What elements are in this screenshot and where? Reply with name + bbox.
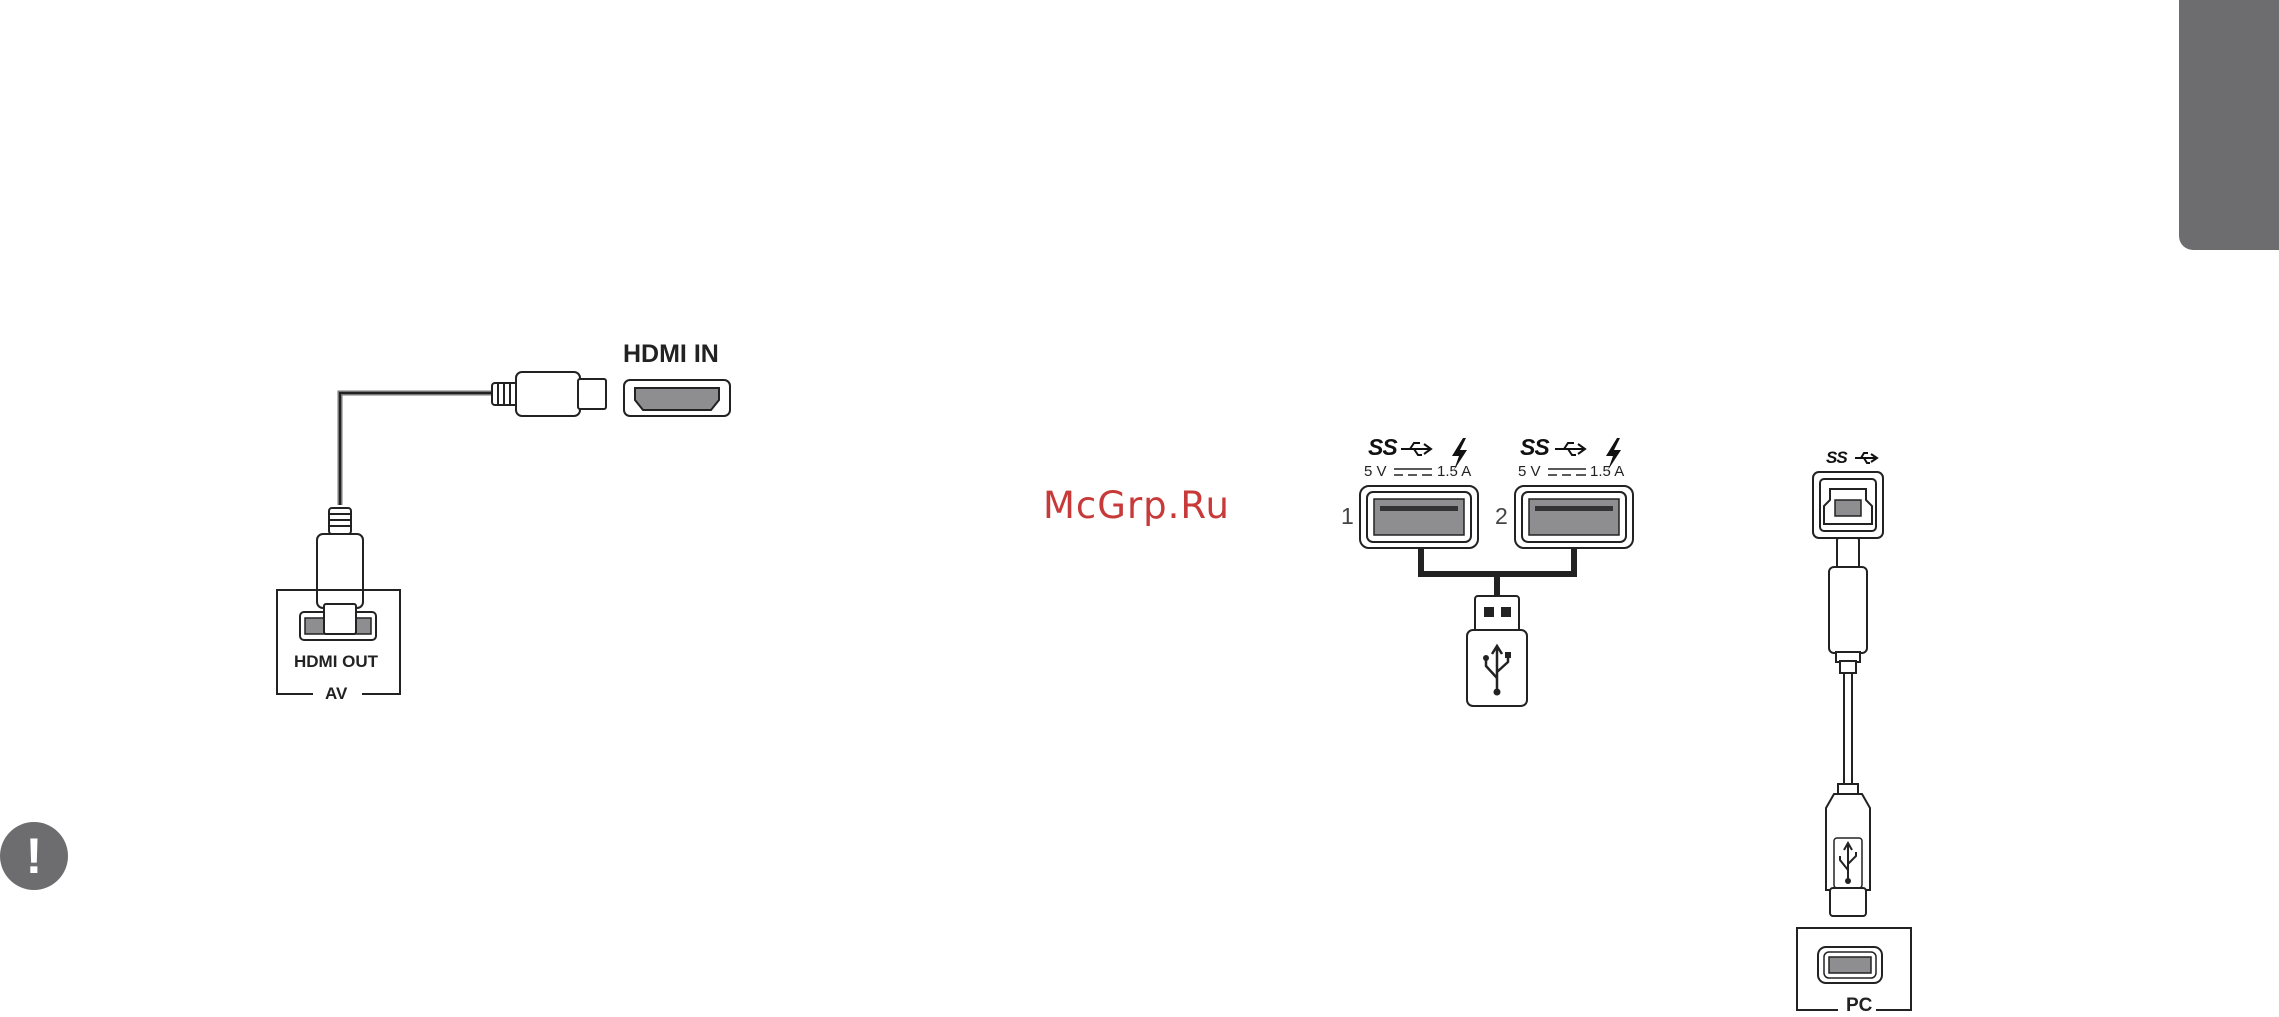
usb-port-1 (1360, 486, 1478, 548)
hdmi-cable (340, 393, 492, 505)
port-voltage: 5 V (1364, 463, 1387, 480)
port-number: 1 (1341, 503, 1354, 530)
usb-port-connector-lines (1421, 548, 1574, 596)
hdmi-out-label: HDMI OUT (294, 652, 378, 672)
usb-ss-logo: SS (1826, 448, 1847, 468)
usb-flash-drive (1467, 596, 1527, 706)
usb-cable-vertical (1844, 673, 1852, 784)
hdmi-in-port (624, 380, 730, 416)
port-current: 1.5 A (1437, 463, 1471, 480)
hdmi-in-label: HDMI IN (623, 340, 719, 369)
usb-ss-logo: SS (1368, 434, 1397, 461)
port-voltage: 5 V (1518, 463, 1541, 480)
usb-port-2 (1515, 486, 1633, 548)
av-device-box (277, 590, 400, 694)
port-number: 2 (1495, 503, 1508, 530)
usb-trident-icon (1401, 443, 1877, 463)
usb-b-plug (1829, 538, 1867, 673)
usb-b-port (1813, 472, 1883, 538)
dc-symbol (1394, 469, 1586, 475)
pc-label: PC (1842, 995, 1876, 1017)
hdmi-plug-top (492, 372, 606, 416)
av-label: AV (322, 684, 350, 704)
usb-ss-logo: SS (1520, 434, 1549, 461)
watermark: McGrp.Ru (1043, 484, 1230, 527)
caution-icon: ! (0, 822, 68, 890)
usb-a-plug (1826, 784, 1870, 916)
port-current: 1.5 A (1590, 463, 1624, 480)
